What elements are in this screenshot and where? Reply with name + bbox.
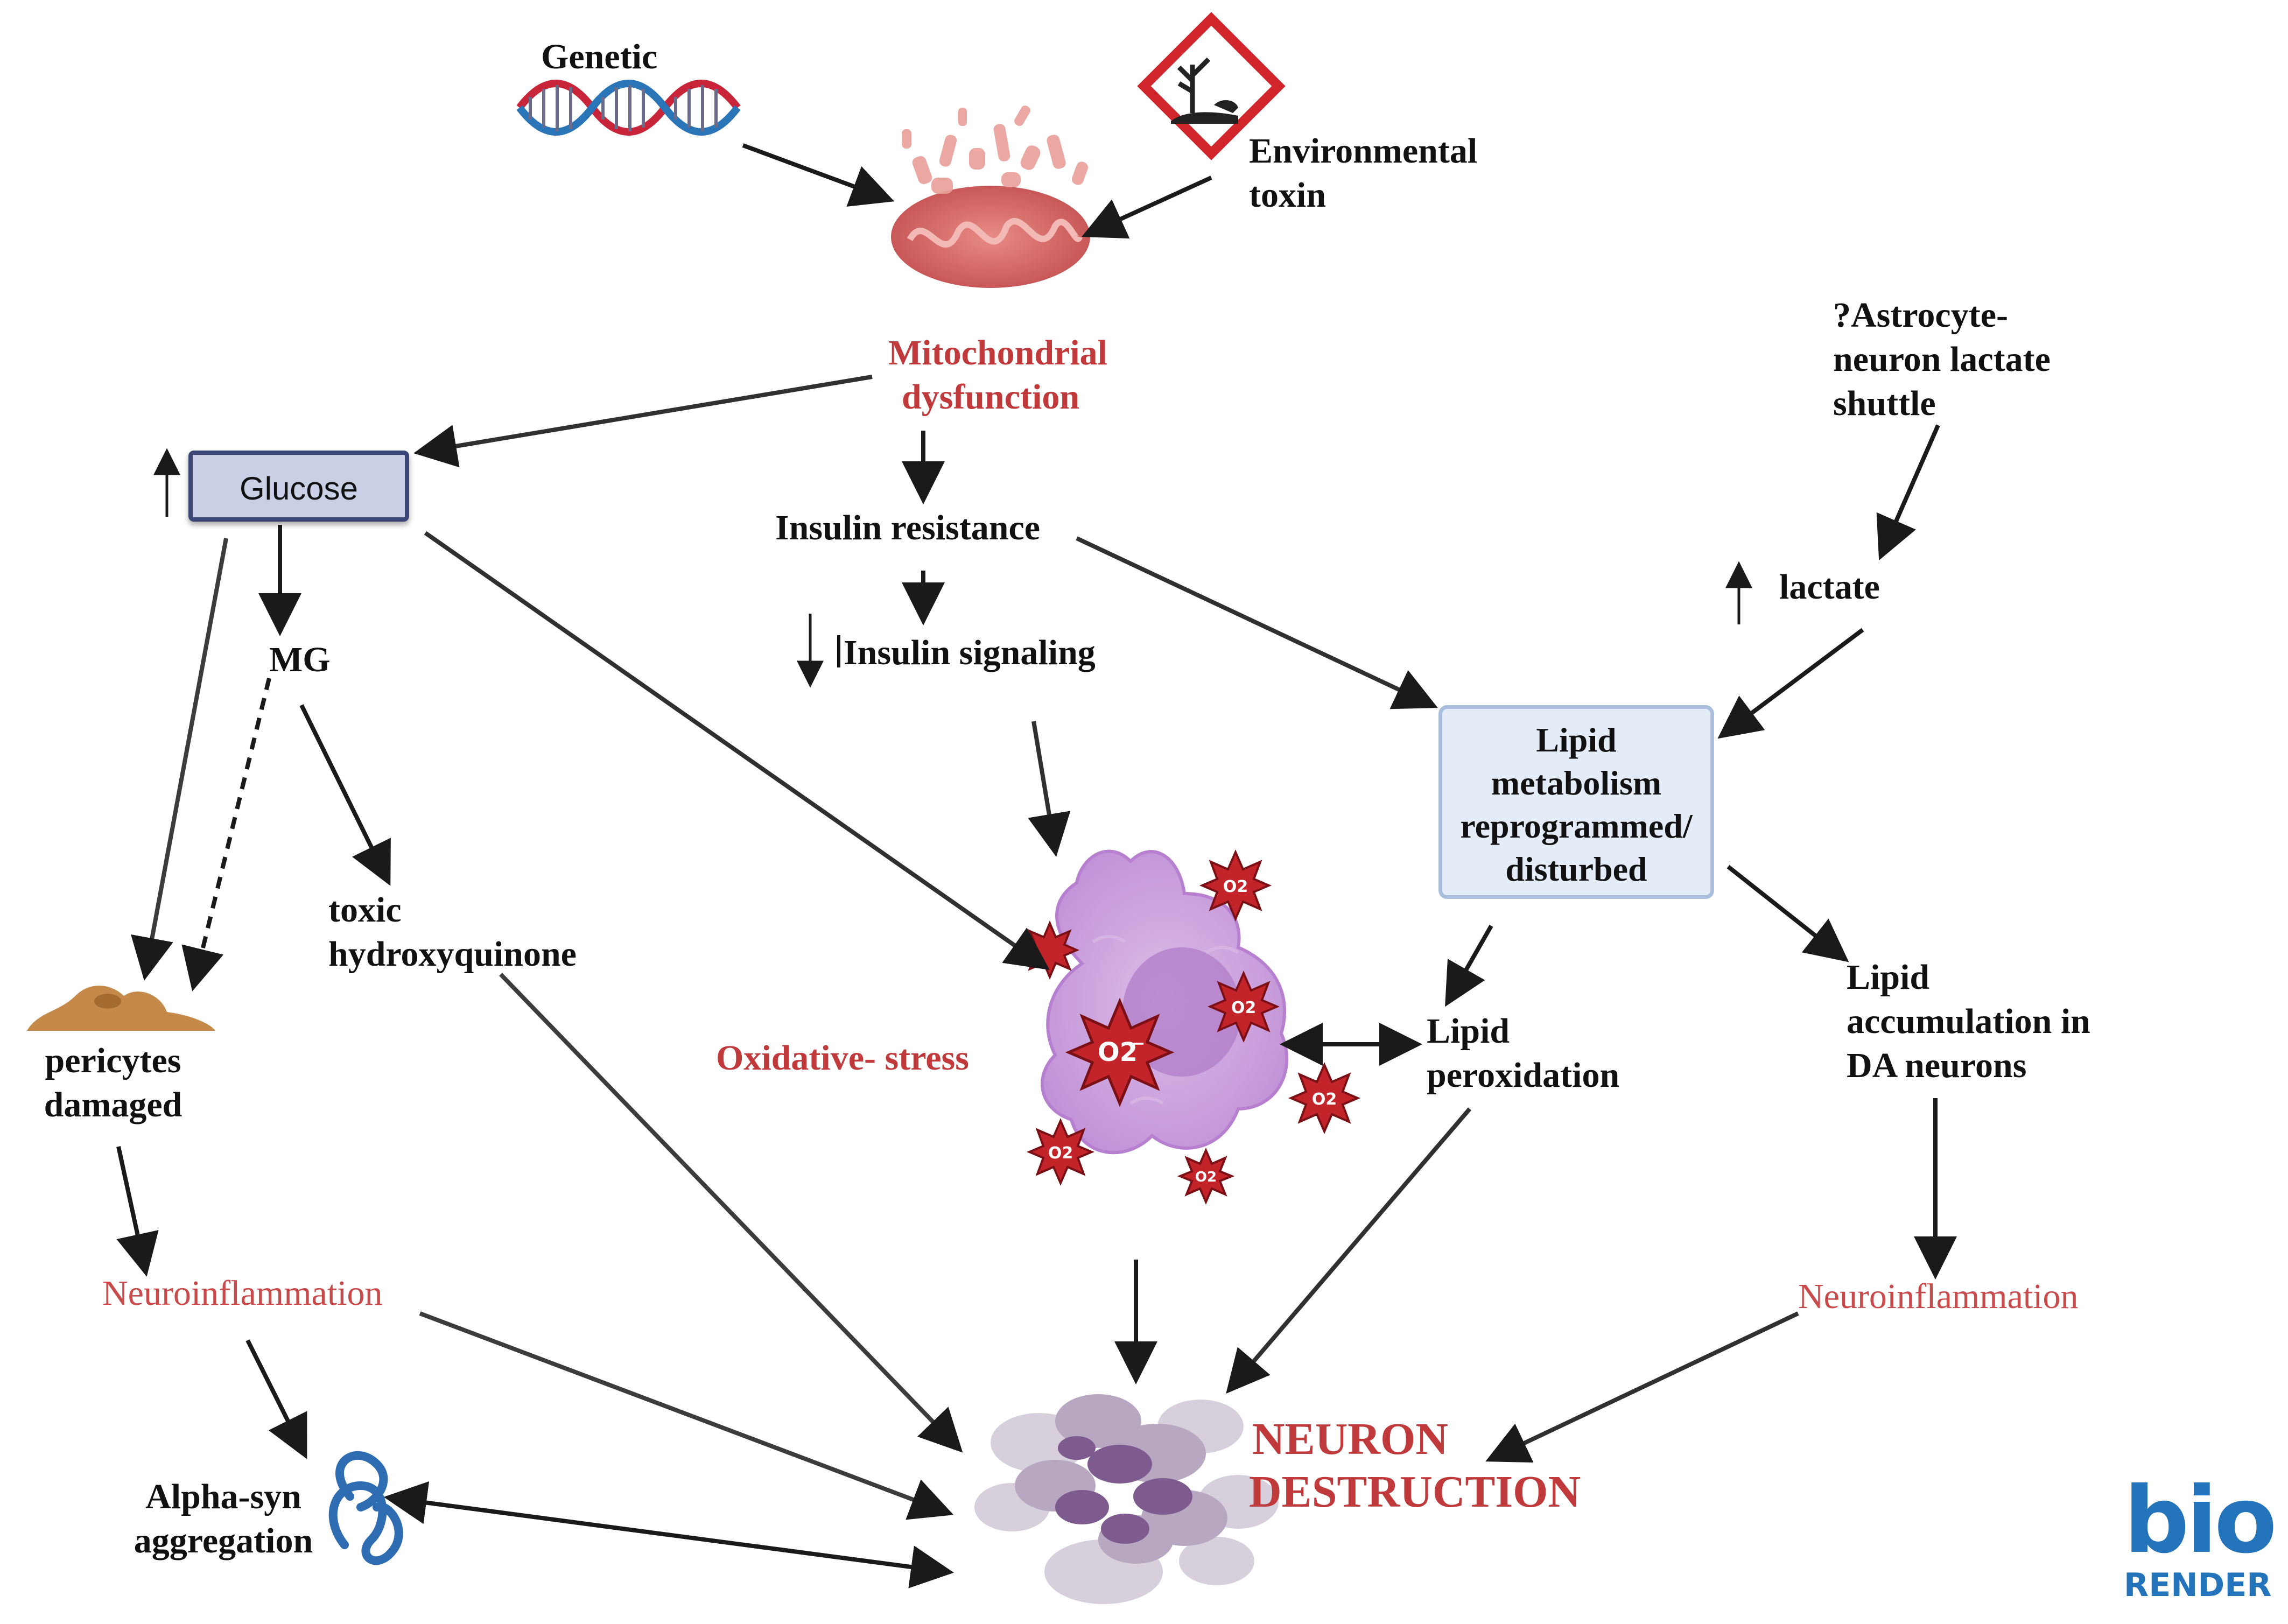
label-pericytes-damaged: pericytes damaged (44, 1041, 183, 1124)
arrow-genetic-mito (742, 143, 895, 207)
label-mitochondrial-dysfunction: Mitochondrial dysfunction (888, 333, 1107, 417)
svg-text:O2: O2 (1312, 1090, 1337, 1109)
label-environmental-toxin: Environmental toxin (1249, 131, 1478, 215)
label-astrocyte-shuttle: ?Astrocyte- neuron lactate shuttle (1833, 296, 2051, 423)
mitochondrion-icon (891, 106, 1090, 288)
superoxide-burst: O2 − (1065, 997, 1175, 1107)
label-lipid-accumulation: Lipid accumulation in DA neurons (1847, 958, 2090, 1085)
arrow-mg-hydroxyquinone (299, 704, 391, 886)
arrow-lipid-peroxidation (1445, 925, 1493, 1007)
dna-helix-icon (516, 80, 741, 136)
svg-text:−: − (1131, 1033, 1146, 1053)
label-genetic: Genetic (541, 37, 658, 76)
label-lipid-metabolism: Lipid metabolism reprogrammed/ disturbed (1460, 721, 1693, 888)
svg-text:O2: O2 (1231, 999, 1256, 1017)
arrow-hydroxyquinone-destruction (499, 973, 963, 1453)
arrow-mito-glucose (413, 375, 873, 468)
label-toxic-hydroxyquinone: toxic hydroxyquinone (328, 890, 577, 974)
superoxide-burst: O2 (1288, 1062, 1361, 1134)
insulin-signaling-bar (837, 635, 840, 667)
label-mg: MG (269, 640, 331, 679)
label-lipid-peroxidation: Lipid peroxidation (1427, 1011, 1620, 1095)
arrow-shuttle-lactate (1876, 424, 1940, 560)
superoxide-burst: O2 (1199, 849, 1272, 922)
lipid-metabolism-box: Lipid metabolism reprogrammed/ disturbed (1438, 705, 1714, 899)
superoxide-burst (1020, 920, 1080, 980)
neuron-debris-icon (974, 1394, 1279, 1604)
label-lactate: lactate (1779, 567, 1880, 607)
pericyte-icon (27, 986, 215, 1031)
superoxide-burst: O2 (1026, 1117, 1095, 1186)
arrow-glucose-oxstress (424, 531, 1050, 970)
label-neuroinflammation-left: Neuroinflammation (102, 1274, 383, 1313)
superoxide-burst: O2 (1207, 971, 1280, 1043)
brand-logo: bio RENDER (2124, 1467, 2277, 1604)
arrow-glucose-pericytes (131, 538, 228, 981)
label-insulin-signaling: Insulin signaling (837, 631, 1096, 675)
svg-text:O2: O2 (1048, 1144, 1073, 1163)
arrow-neuroinfl-left-destruction (419, 1311, 954, 1520)
superoxide-burst-icons: O2 O2 − O2 O2 O2 (1020, 849, 1361, 1205)
svg-text:O2: O2 (1223, 877, 1248, 896)
label-neuroinflammation-right: Neuroinflammation (1798, 1277, 2079, 1316)
arrow-mg-pericytes-dashed (181, 678, 271, 992)
label-alpha-syn-aggregation: Alpha-syn aggregation (134, 1477, 313, 1560)
arrow-signaling-oxstress (1028, 721, 1071, 857)
arrow-insulin-res-lipid (1076, 536, 1438, 709)
arrows (116, 143, 1957, 1588)
alpha-syn-icon (328, 1451, 403, 1565)
arrow-peroxidation-destruction (1226, 1107, 1472, 1394)
arrow-lactate-lipid (1717, 628, 1864, 739)
arrow-alpha-syn-destruction (383, 1481, 954, 1588)
arrow-toxin-mito (1082, 175, 1212, 239)
superoxide-burst: O2 (1177, 1148, 1235, 1205)
svg-text:O2: O2 (1098, 1037, 1138, 1067)
label-neuron-destruction: NEURON DESTRUCTION (1249, 1414, 1581, 1517)
label-oxidative-stress: Oxidative- stress (716, 1038, 969, 1078)
label-glucose: Glucose (239, 470, 359, 507)
arrow-neuroinfl-right-destruction (1485, 1311, 1799, 1463)
arrow-lipid-accumulation (1726, 864, 1849, 962)
environmental-hazard-icon (1137, 12, 1286, 160)
glucose-box: Glucose (188, 451, 409, 522)
svg-text:O2: O2 (1195, 1169, 1217, 1185)
arrow-neuroinfl-alpha-syn (245, 1339, 307, 1459)
label-insulin-resistance: Insulin resistance (775, 508, 1041, 547)
arrow-pericytes-neuroinfl (116, 1146, 159, 1277)
